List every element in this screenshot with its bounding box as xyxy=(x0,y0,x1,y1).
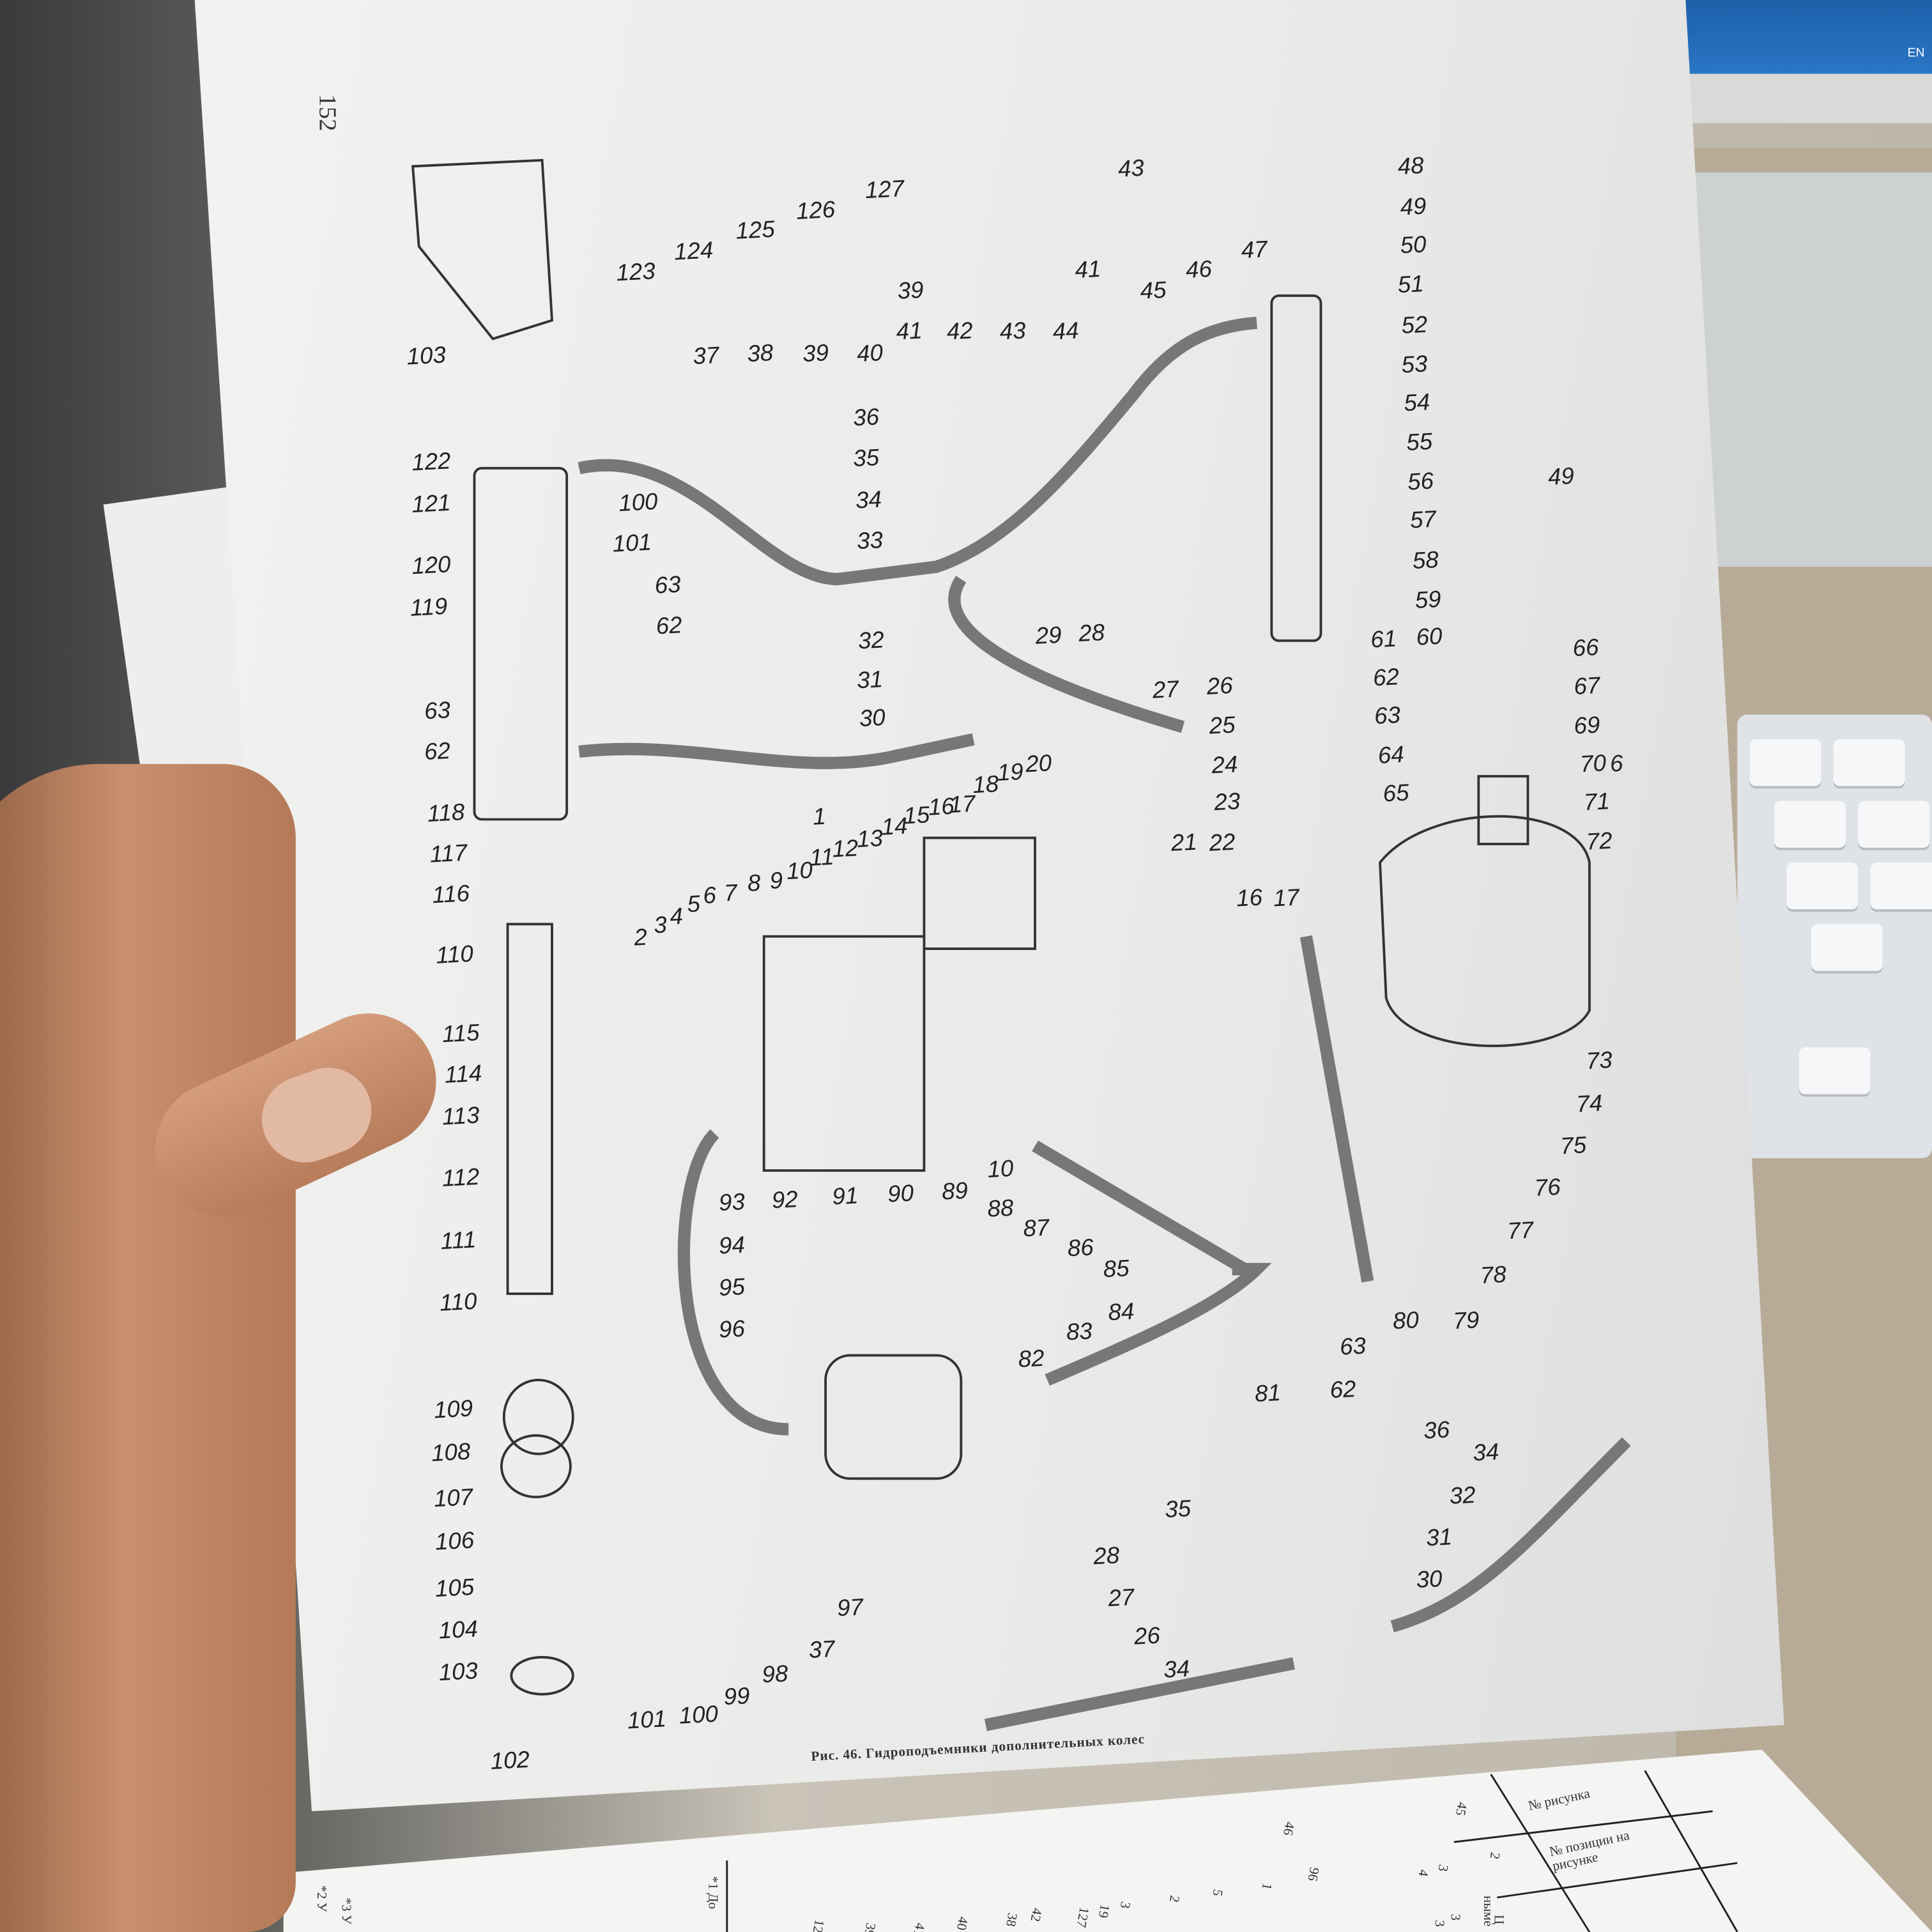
tank xyxy=(1379,775,1591,1047)
table-position-value: 19 xyxy=(1094,1903,1112,1919)
valve-block xyxy=(762,836,1036,1172)
table-text-fragment: *2 У xyxy=(314,1885,329,1912)
table-position-value: 42 xyxy=(1027,1906,1045,1923)
table-figure-46: 46 xyxy=(1280,1820,1297,1837)
table-text-fragment: Ц xyxy=(1491,1915,1506,1925)
table-text-fragment: *1 До xyxy=(705,1876,721,1910)
lift-cylinder-right xyxy=(1270,294,1322,642)
hand xyxy=(0,763,296,1932)
table-text-fragment: *3 У xyxy=(338,1897,354,1924)
table-position-value: 40 xyxy=(953,1915,970,1931)
monitor: EN xyxy=(1685,0,1932,123)
book-page xyxy=(194,0,1784,1811)
pump xyxy=(824,1354,963,1480)
table-position-value: 41 xyxy=(910,1921,927,1932)
lift-cylinder-left xyxy=(411,158,574,1696)
table-figure-45: 45 xyxy=(1452,1800,1469,1817)
hoses xyxy=(578,316,1631,1731)
language-indicator: EN xyxy=(1907,47,1925,61)
table-position-value: 39 xyxy=(861,1921,878,1932)
display-box xyxy=(1694,172,1932,567)
table-text-fragment: 3 xyxy=(1431,1920,1446,1927)
table-position-value: 96 xyxy=(1304,1866,1322,1882)
keyboard xyxy=(1737,714,1932,1158)
table-text-fragment: 3 xyxy=(1447,1913,1462,1921)
table-position-value: 38 xyxy=(1002,1912,1020,1928)
table-position-value: 126 xyxy=(808,1918,827,1932)
